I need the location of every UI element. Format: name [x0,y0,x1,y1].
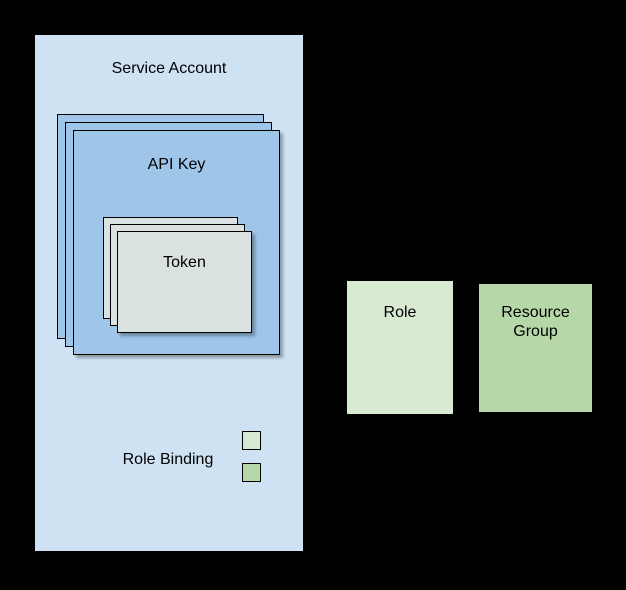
resource-group-box[interactable] [479,284,592,412]
resource-group-port-square[interactable] [242,463,261,482]
token-card-front[interactable] [117,231,252,333]
role-port-square[interactable] [242,431,261,450]
role-box[interactable] [347,281,453,414]
